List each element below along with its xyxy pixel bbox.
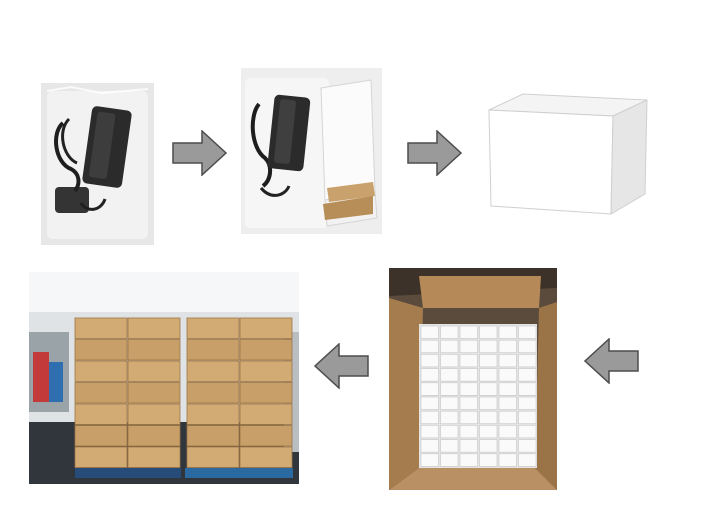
arrow-left-icon: [313, 343, 369, 389]
arrow-right-icon: [407, 130, 463, 176]
adapter-in-bag-photo: [41, 83, 154, 245]
closed-white-box-photo: [483, 90, 653, 218]
arrow-left-icon: [583, 338, 639, 384]
arrow-right-icon: [172, 130, 228, 176]
warehouse-pallets-photo: [29, 272, 299, 484]
adapter-with-open-box-photo: [241, 68, 382, 234]
carton-with-boxes-photo: [389, 268, 557, 490]
